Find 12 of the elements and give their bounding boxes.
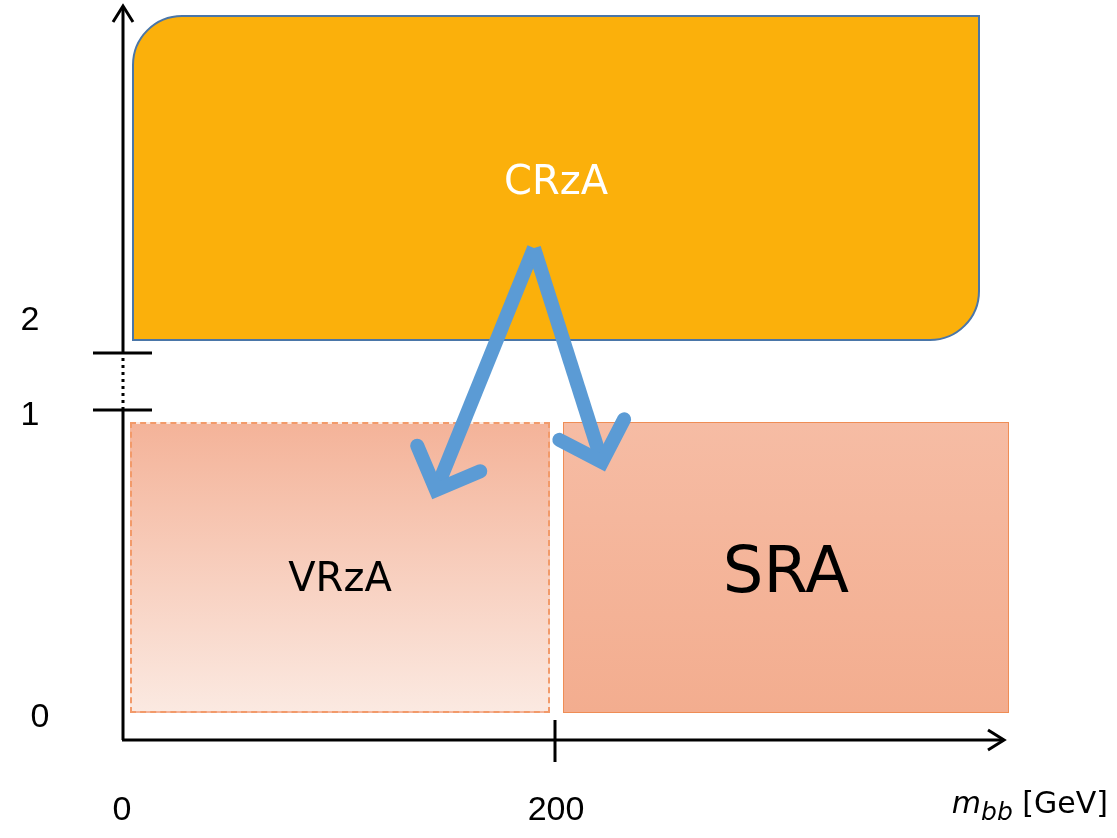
region-label: VRzA bbox=[288, 554, 392, 600]
tick-label: 0 bbox=[30, 695, 50, 735]
tick-label: 2 bbox=[20, 298, 40, 338]
tick-label: 1 bbox=[20, 393, 40, 433]
region-box bbox=[563, 422, 1009, 713]
axis-title: m$_{bb}$ [GeV] bbox=[951, 784, 1108, 826]
region-box bbox=[130, 422, 550, 713]
region-label: SRA bbox=[722, 533, 850, 607]
tick-label: 200 bbox=[527, 788, 585, 828]
tick-label: 0 bbox=[112, 788, 132, 828]
region-label: CRzA bbox=[503, 157, 609, 203]
region-box bbox=[132, 15, 980, 341]
